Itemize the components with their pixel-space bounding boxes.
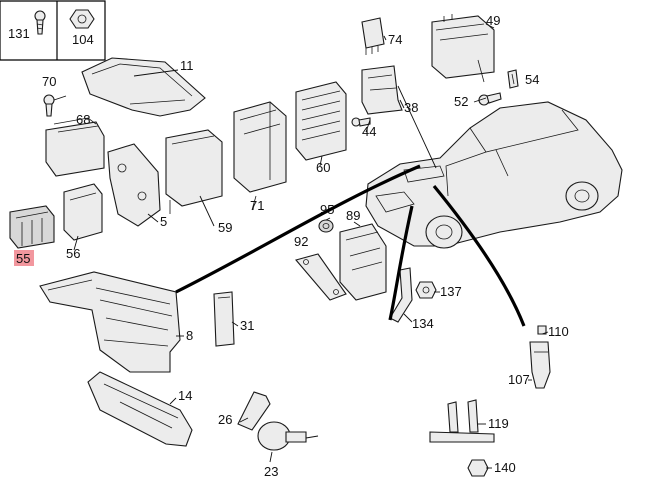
grommet-95-icon	[318, 219, 334, 233]
screw-131-icon	[34, 10, 46, 35]
bracket-119-icon	[429, 399, 495, 443]
relay-board-89-icon	[339, 223, 387, 301]
diagram-frame	[0, 0, 106, 61]
callout-14: 14	[178, 388, 192, 403]
screw-44-icon	[351, 117, 371, 127]
fuse-box-housing-8-icon	[39, 271, 181, 373]
module-59-icon	[165, 129, 223, 214]
location-lines	[175, 164, 526, 327]
callout-55: 55	[16, 251, 30, 266]
callout-31: 31	[240, 318, 254, 333]
sleeve-31-icon	[213, 291, 235, 347]
callout-59: 59	[218, 220, 232, 235]
callout-107: 107	[508, 372, 530, 387]
callout-23: 23	[264, 464, 278, 479]
control-unit-71-icon	[233, 101, 287, 211]
callout-8: 8	[186, 328, 193, 343]
fuse-box-cover-11-icon	[81, 57, 206, 117]
callout-38: 38	[404, 100, 418, 115]
callout-60: 60	[316, 160, 330, 175]
callout-110: 110	[548, 324, 569, 339]
module-60-icon	[295, 81, 347, 161]
car-body-outline-icon	[365, 101, 623, 249]
callout-54: 54	[525, 72, 539, 87]
relay-bracket-38-icon	[361, 65, 403, 115]
nut-137-icon	[415, 281, 437, 299]
callout-70: 70	[42, 74, 56, 89]
leader-lines	[73, 23, 549, 469]
clip-54-icon	[507, 69, 519, 89]
callout-5: 5	[160, 214, 167, 229]
nut-104-icon	[69, 9, 95, 29]
callout-52: 52	[454, 94, 468, 109]
callout-49: 49	[486, 13, 500, 28]
callout-71: 71	[250, 198, 264, 213]
callout-26: 26	[218, 412, 232, 427]
bracket-134-icon	[389, 267, 413, 323]
connector-110-icon	[537, 325, 547, 335]
module-56-icon	[63, 183, 103, 241]
callout-131: 131	[8, 26, 30, 41]
bracket-5-icon	[107, 143, 161, 227]
callout-104: 104	[72, 32, 94, 47]
bolt-52-icon	[478, 92, 502, 106]
bracket-plate-92-icon	[295, 253, 347, 301]
screw-70-icon	[43, 94, 67, 117]
callout-68: 68	[76, 112, 90, 127]
callout-137: 137	[440, 284, 462, 299]
trim-panel-14-icon	[87, 371, 193, 447]
callout-92: 92	[294, 234, 308, 249]
control-unit-68-icon	[45, 117, 105, 177]
callout-11: 11	[180, 58, 194, 73]
callout-119: 119	[488, 416, 509, 431]
relay-74-icon	[361, 17, 385, 55]
callout-56: 56	[66, 246, 80, 261]
callout-140: 140	[494, 460, 516, 475]
control-module-49-icon	[431, 14, 495, 83]
callout-55-highlight	[14, 250, 34, 266]
callout-89: 89	[346, 208, 360, 223]
callout-44: 44	[362, 124, 376, 139]
callout-74: 74	[388, 32, 402, 47]
fuse-block-55-icon	[9, 205, 55, 249]
hose-26-icon	[237, 391, 271, 431]
pump-23-icon	[257, 421, 319, 451]
callout-134: 134	[412, 316, 434, 331]
nut-140-icon	[467, 459, 489, 477]
sensor-107-icon	[529, 341, 551, 389]
